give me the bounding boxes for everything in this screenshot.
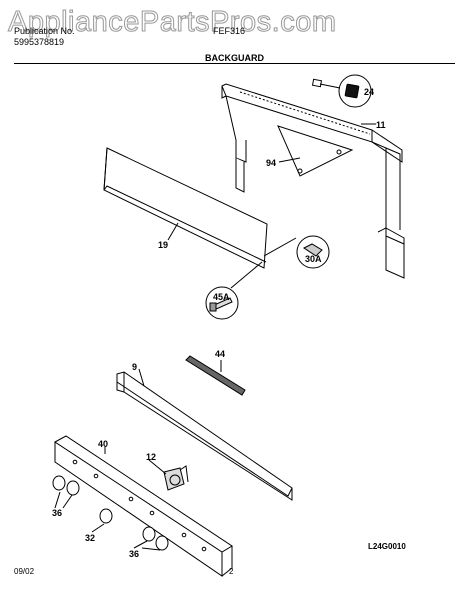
header-rule (14, 63, 455, 64)
bracket-part (277, 125, 354, 177)
model-number: FEF316 (213, 26, 246, 36)
callout-44: 44 (215, 349, 225, 359)
control-panel-part (54, 435, 233, 577)
switch-part (311, 74, 372, 108)
callout-19: 19 (158, 240, 168, 250)
rail-part (116, 371, 293, 501)
diagram-code: L24G0010 (368, 542, 406, 551)
leader-lines (54, 123, 376, 551)
callout-24: 24 (364, 87, 374, 97)
screw-part (205, 261, 263, 320)
publication-block: Publication No. 5995378819 (14, 26, 75, 48)
section-title: BACKGUARD (205, 53, 264, 63)
callout-12: 12 (146, 452, 156, 462)
clip-part (263, 235, 330, 269)
callout-36-left: 36 (52, 508, 62, 518)
callout-11: 11 (376, 120, 386, 130)
callout-36-right: 36 (129, 549, 139, 559)
backguard-part (221, 83, 405, 279)
callout-40: 40 (98, 439, 108, 449)
publication-label: Publication No. (14, 26, 75, 36)
publication-number: 5995378819 (14, 37, 65, 47)
page-number: 2 (229, 567, 234, 576)
callout-94: 94 (266, 158, 276, 168)
callout-30a: 30A (305, 254, 322, 264)
footer-date: 09/02 (14, 567, 35, 576)
callout-9: 9 (132, 362, 137, 372)
callout-45a: 45A (213, 292, 230, 302)
trim-strip-part (185, 355, 246, 396)
infinite-switch-part (163, 465, 189, 491)
knob-group (52, 475, 169, 551)
callout-32: 32 (85, 533, 95, 543)
panel-part (103, 147, 268, 269)
